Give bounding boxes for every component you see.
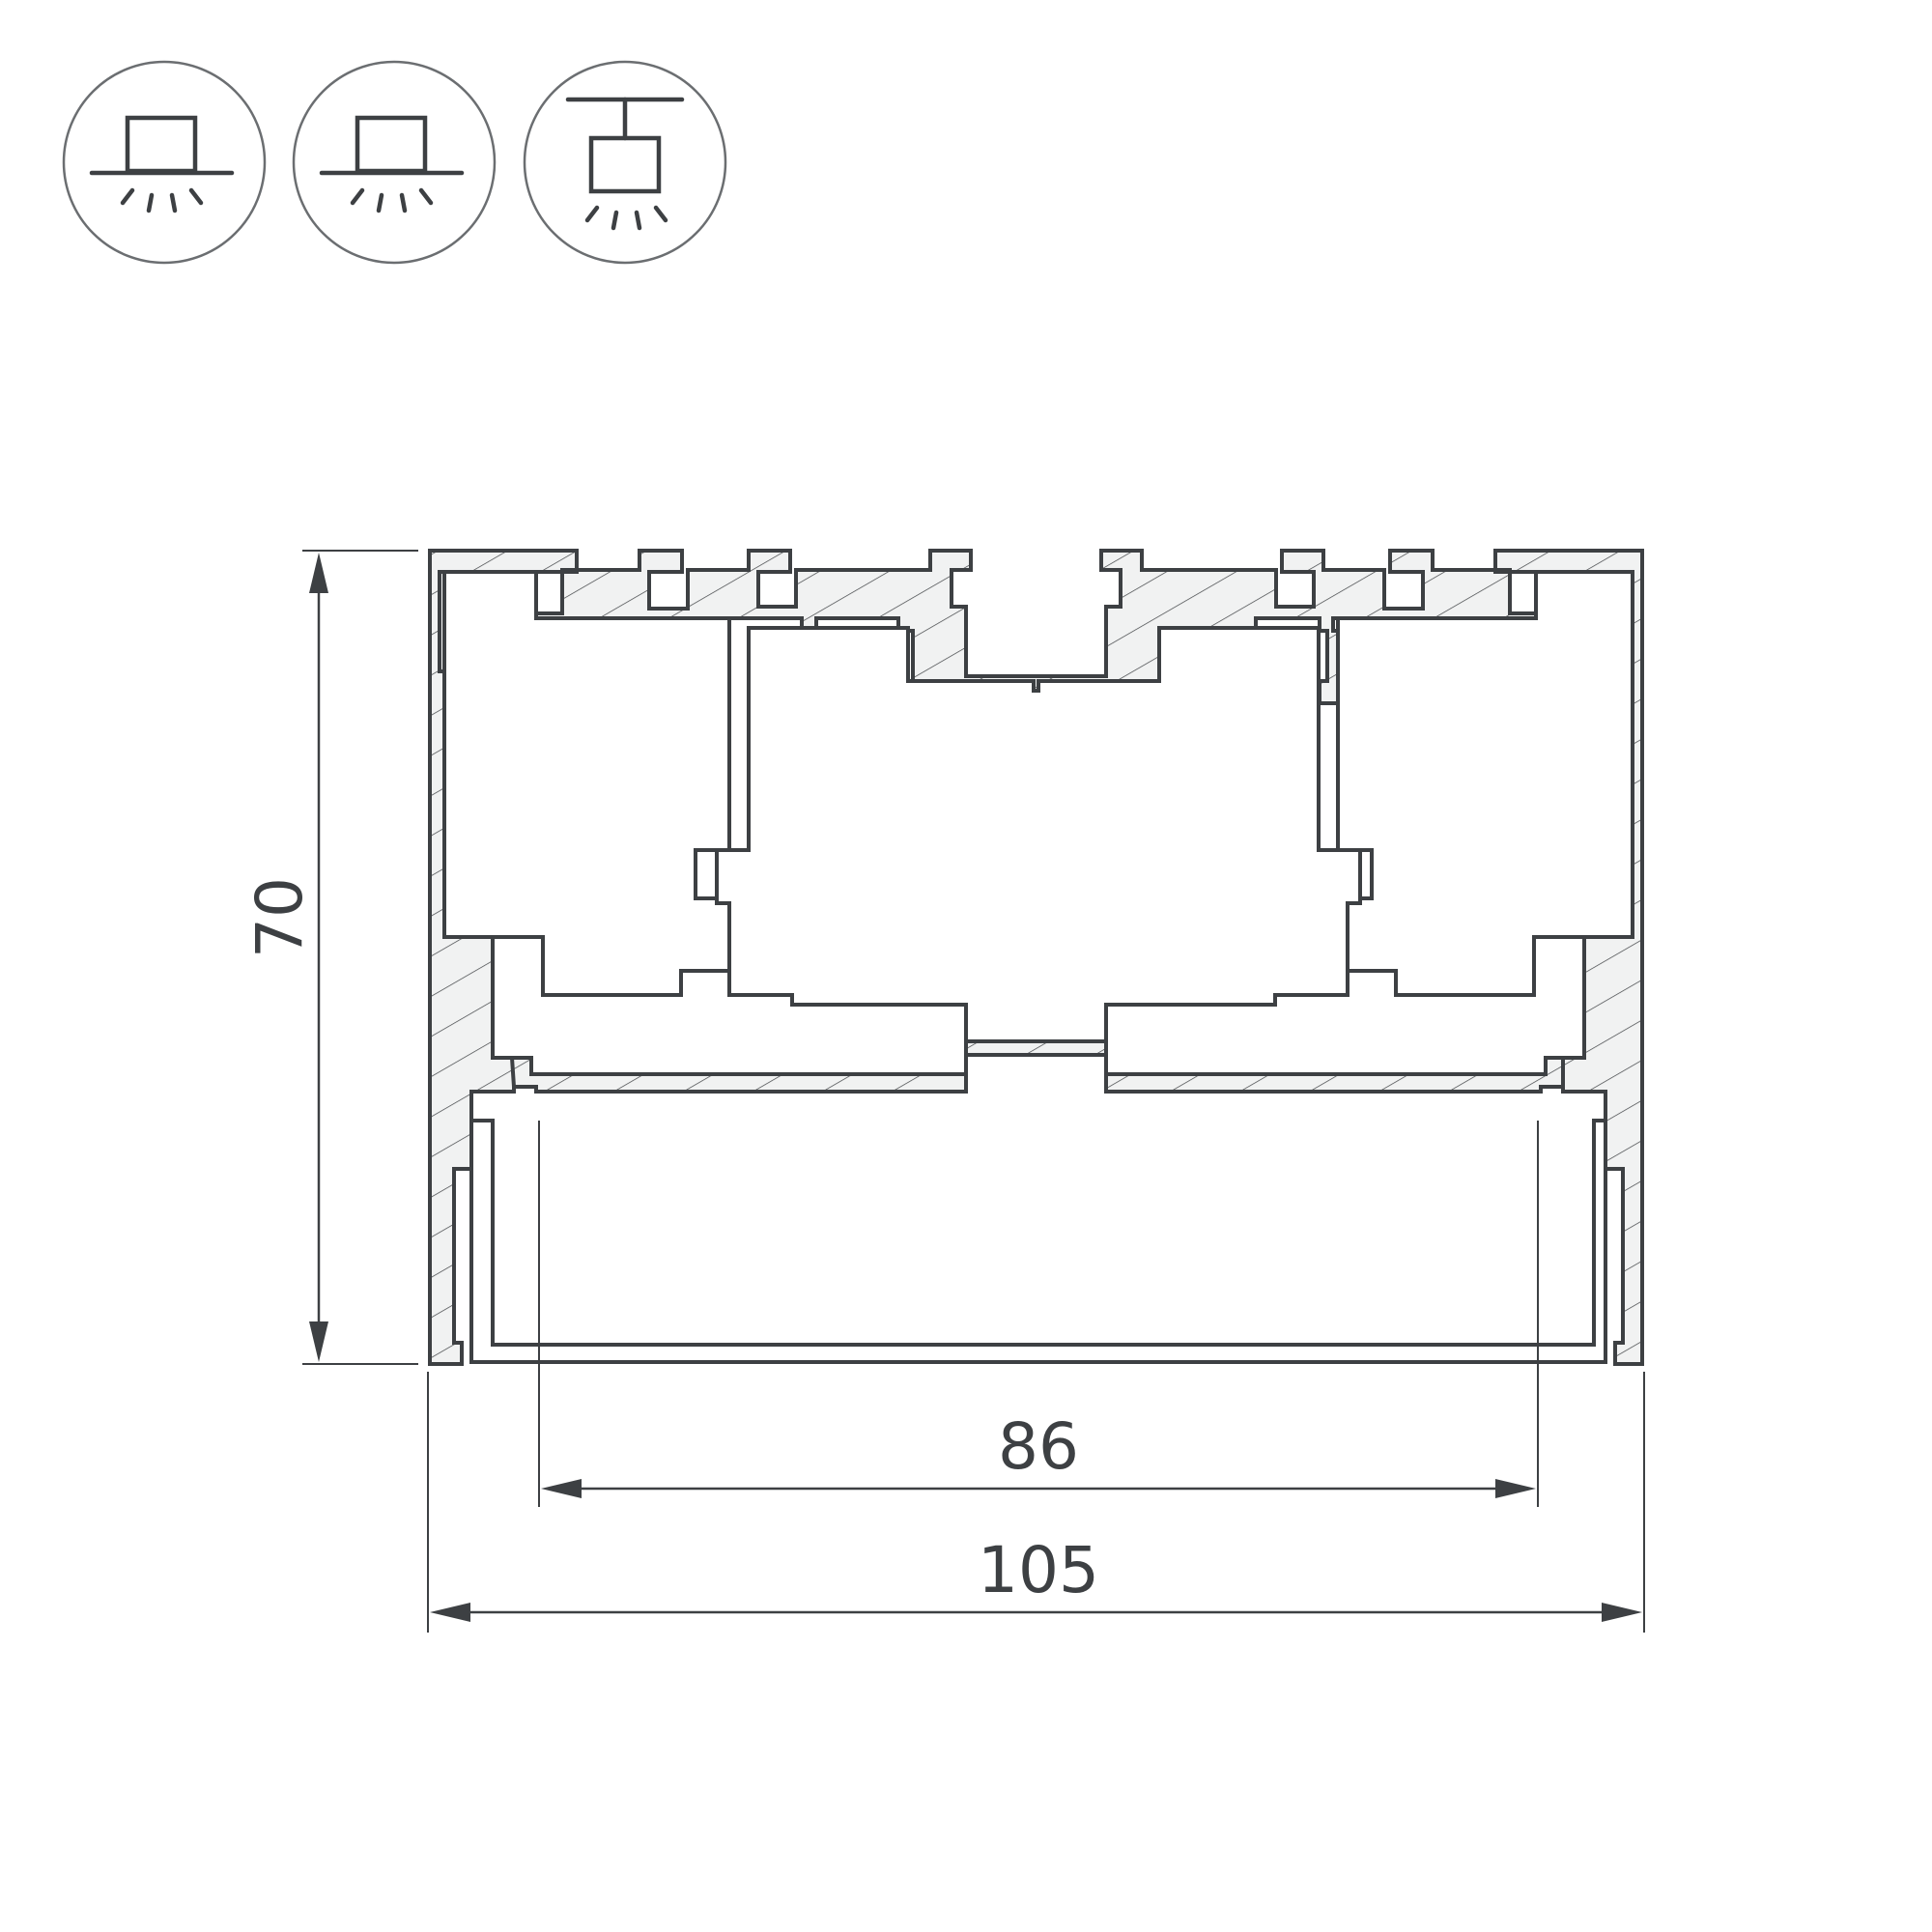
inner-width-label: 86 — [998, 1409, 1079, 1484]
suspended-mount-icon — [523, 60, 727, 265]
outer-width-dimension: 105 — [427, 1372, 1645, 1633]
inner-width-dimension: 86 — [538, 1121, 1539, 1507]
profile-cross-section — [428, 549, 1644, 1366]
recessed-mount-icon — [292, 60, 497, 265]
height-label: 70 — [242, 877, 317, 958]
outer-width-label: 105 — [978, 1533, 1099, 1607]
surface-mount-icon — [62, 60, 267, 265]
height-dimension: 70 — [242, 550, 418, 1365]
